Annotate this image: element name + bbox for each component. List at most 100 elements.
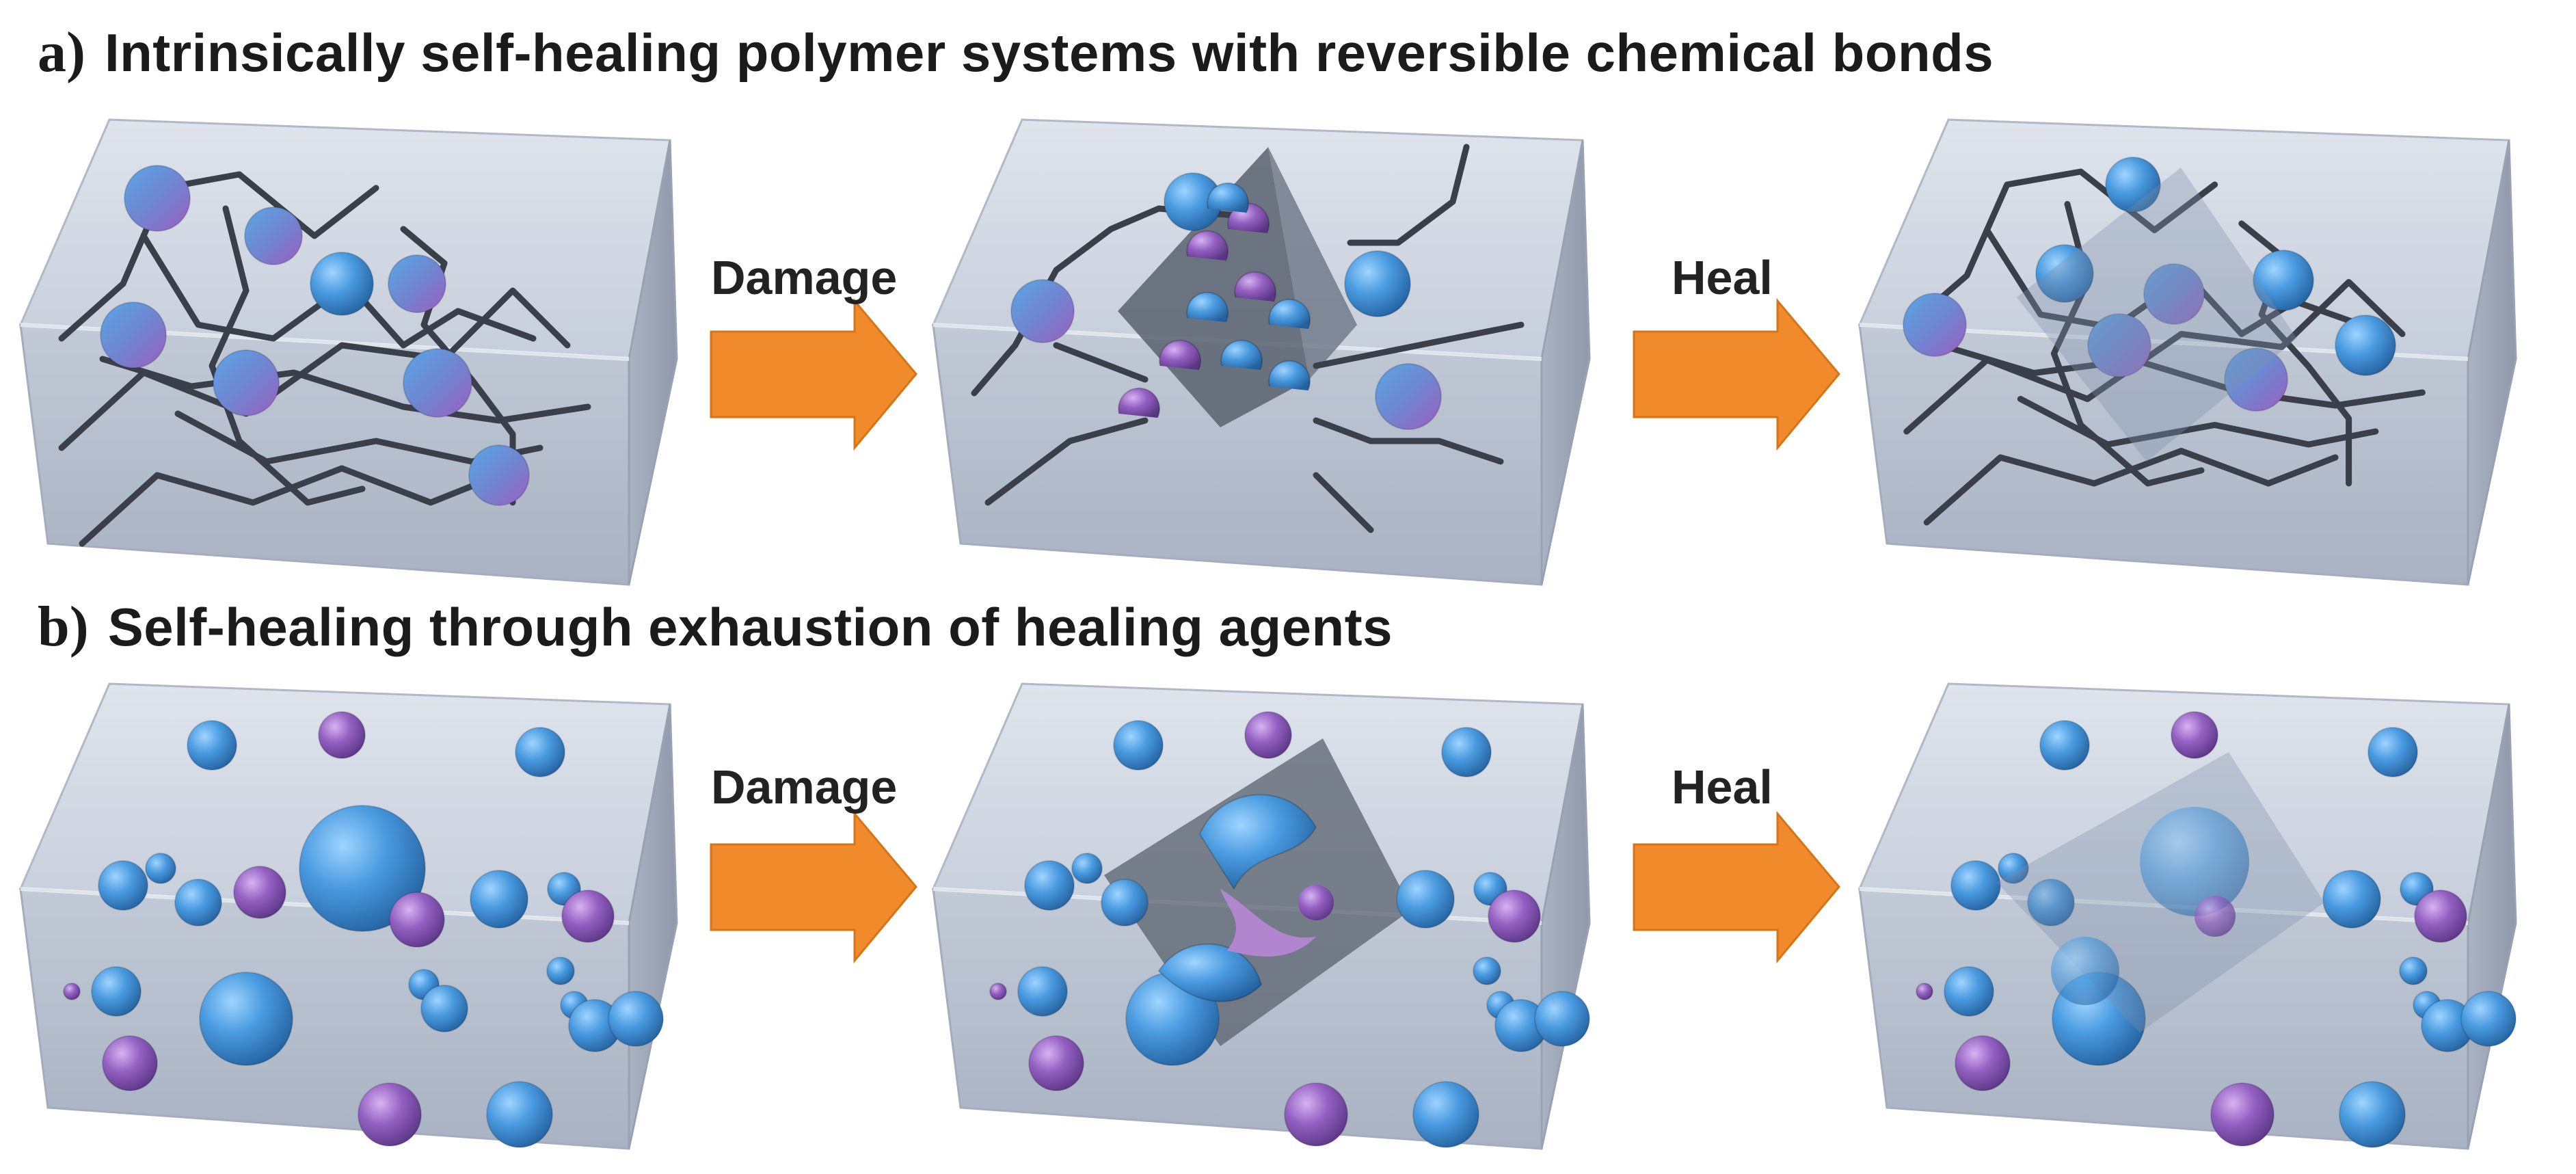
row-b-panel1-capsule-23: [486, 1081, 553, 1148]
row-b-heal-label: Heal: [1672, 760, 1773, 814]
row-b-panel3-capsule-16: [1955, 1035, 2011, 1091]
row-b-panel1-capsule-1: [187, 720, 237, 771]
row-a-panel3-polymer-chain-3: [1923, 448, 2339, 526]
row-a-letter: a): [38, 21, 85, 84]
row-b-panel1-capsule-6: [174, 879, 222, 926]
row-b-panel1-capsule-12: [561, 890, 615, 943]
row-b-panel3-capsule-6: [2027, 879, 2075, 926]
row-a-panel3-node-sphere-1: [2105, 157, 2161, 213]
row-a-panel1-polymer-chain-5: [99, 356, 591, 424]
row-a-damage-arrow: [710, 297, 917, 451]
row-b-ruptured-capsule-shell-bottom: [1157, 943, 1263, 1002]
row-b-panel2-capsule-16: [1028, 1035, 1084, 1091]
row-a-panel3-node-sphere-8: [2335, 315, 2396, 376]
row-b-panel3-capsule-7: [2322, 870, 2381, 929]
row-a-panel2-polymer-chain-7: [1313, 472, 1374, 533]
row-a-panel1-node-sphere-8: [468, 444, 530, 506]
row-a-heal-arrow: [1633, 297, 1840, 451]
row-a-panel3-node-sphere-6: [2087, 313, 2151, 377]
row-b-panel1-capsule-22: [358, 1082, 422, 1147]
row-b-panel1-capsule-8: [299, 805, 426, 932]
row-b-panel1-capsule-3: [515, 727, 565, 777]
row-b-panel2-capsule-18: [1412, 1081, 1479, 1148]
row-b-panel1-capsule-18: [546, 957, 575, 985]
row-b-panel2-capsule-3: [1441, 727, 1492, 777]
row-a-panel2-polymer-chain-4: [1313, 417, 1504, 465]
row-a-heading: Intrinsically self-healing polymer syste…: [104, 23, 1994, 83]
row-a-panel3-node-sphere-7: [2224, 347, 2288, 412]
row-b-panel1-capsule-17: [420, 985, 468, 1032]
row-a-panel1-node-sphere-5: [100, 302, 167, 369]
row-b-heading: Self-healing through exhaustion of heali…: [107, 597, 1393, 657]
row-a-damage-label: Damage: [711, 251, 897, 304]
row-b-panel1-capsule-15: [199, 972, 293, 1066]
row-b-healed-capsule-remnant-small: [2051, 937, 2119, 1005]
block-rowa-panel2-side-face: [1540, 139, 1591, 585]
row-a-panel2-polymer-chain-2: [984, 417, 1149, 506]
row-a-panel1-node-sphere-4: [388, 254, 446, 313]
row-b-panel2-capsule-1: [1113, 720, 1164, 771]
row-b-heal-arrow: [1633, 810, 1840, 964]
row-a-panel2-node-sphere-4: [1375, 363, 1442, 430]
row-a-panel3-polymer-chain-8: [2017, 396, 2379, 448]
row-b-panel2-capsule-10: [989, 983, 1007, 1000]
row-a-panel2-polymer-chain-5: [1347, 144, 1470, 246]
row-b-panel3-capsule-10: [1916, 983, 1933, 1000]
row-a-panel1-node-sphere-1: [124, 165, 191, 232]
row-a-panel3-node-sphere-5: [2253, 250, 2314, 311]
block-rowa-panel2: [931, 118, 1591, 586]
row-b-healed-capsule-remnant: [2140, 807, 2249, 916]
row-b-polymerized-agent: [2195, 896, 2236, 937]
row-b-letter: b): [38, 595, 89, 658]
row-a-broken-bond-fragment-8: [1118, 387, 1161, 418]
row-a-panel2-node-sphere-3: [1344, 250, 1411, 317]
row-b-damage-arrow: [710, 810, 917, 964]
block-rowa-panel3-side-face: [2467, 139, 2517, 585]
row-b-panel3-capsule-1: [2039, 720, 2090, 771]
row-b-panel3-capsule-3: [2367, 727, 2418, 777]
row-b-panel2-capsule-4: [1024, 860, 1075, 911]
row-b-panel3-capsule-2: [2171, 711, 2218, 759]
row-b-panel3-capsule-17: [2210, 1082, 2275, 1147]
row-b-panel3-capsule-19: [2460, 991, 2517, 1047]
row-b-panel3-capsule-9: [2414, 890, 2467, 943]
row-b-title: b) Self-healing through exhaustion of he…: [38, 593, 1393, 660]
row-b-panel2-capsule-7: [1396, 870, 1455, 929]
row-b-panel1-capsule-9: [389, 892, 445, 948]
row-a-panel1-node-sphere-2: [244, 206, 303, 265]
row-b-panel1-capsule-14: [91, 966, 142, 1017]
row-a-broken-bond-fragment-9: [1268, 360, 1311, 391]
row-a-panel3-polymer-chain-5: [1944, 344, 2426, 409]
row-b-released-healing-agent: [1220, 889, 1316, 957]
row-b-panel3-capsule-11: [1944, 966, 1994, 1017]
row-a-panel2-node-sphere-2: [1010, 279, 1075, 343]
row-b-panel2-capsule-11: [1017, 966, 1068, 1017]
row-b-ruptured-capsule-shell-top: [1198, 794, 1317, 891]
row-b-panel3-capsule-5: [1998, 853, 2029, 884]
row-a-panel3-polymer-chain-7: [2238, 220, 2352, 487]
row-a-title: a) Intrinsically self-healing polymer sy…: [38, 19, 1994, 85]
row-b-panel2-capsule-19: [1534, 991, 1590, 1047]
row-a-panel1-node-sphere-6: [213, 349, 280, 416]
row-a-panel3-polymer-chain-1: [1903, 168, 2218, 331]
row-b-panel1-capsule-21: [102, 1035, 158, 1091]
row-a-broken-bond-fragment-5: [1268, 298, 1311, 330]
row-b-panel1-capsule-2: [318, 711, 366, 759]
row-b-panel2-capsule-17: [1284, 1082, 1348, 1147]
row-a-broken-bond-fragment-4: [1234, 271, 1277, 302]
row-a-panel1-polymer-chain-3: [79, 465, 502, 547]
row-b-panel2-capsule-9: [1488, 890, 1541, 943]
row-a-panel1-node-sphere-3: [310, 252, 374, 316]
row-b-panel3-capsule-4: [1950, 860, 2001, 911]
row-a-broken-bond-fragment-3: [1186, 291, 1229, 323]
row-b-panel1-capsule-10: [470, 870, 528, 929]
row-a-crack-side: [1268, 147, 1357, 379]
row-b-panel1-capsule-5: [145, 853, 176, 884]
row-a-panel1-node-sphere-7: [403, 348, 472, 418]
row-b-panel2-capsule-6: [1101, 879, 1149, 926]
row-a-panel3-node-sphere-3: [2035, 244, 2094, 303]
row-a-broken-bond-fragment-6: [1159, 339, 1202, 371]
row-a-panel2-polymer-chain-6: [1053, 342, 1149, 383]
row-a-panel3-node-sphere-4: [2143, 263, 2205, 325]
